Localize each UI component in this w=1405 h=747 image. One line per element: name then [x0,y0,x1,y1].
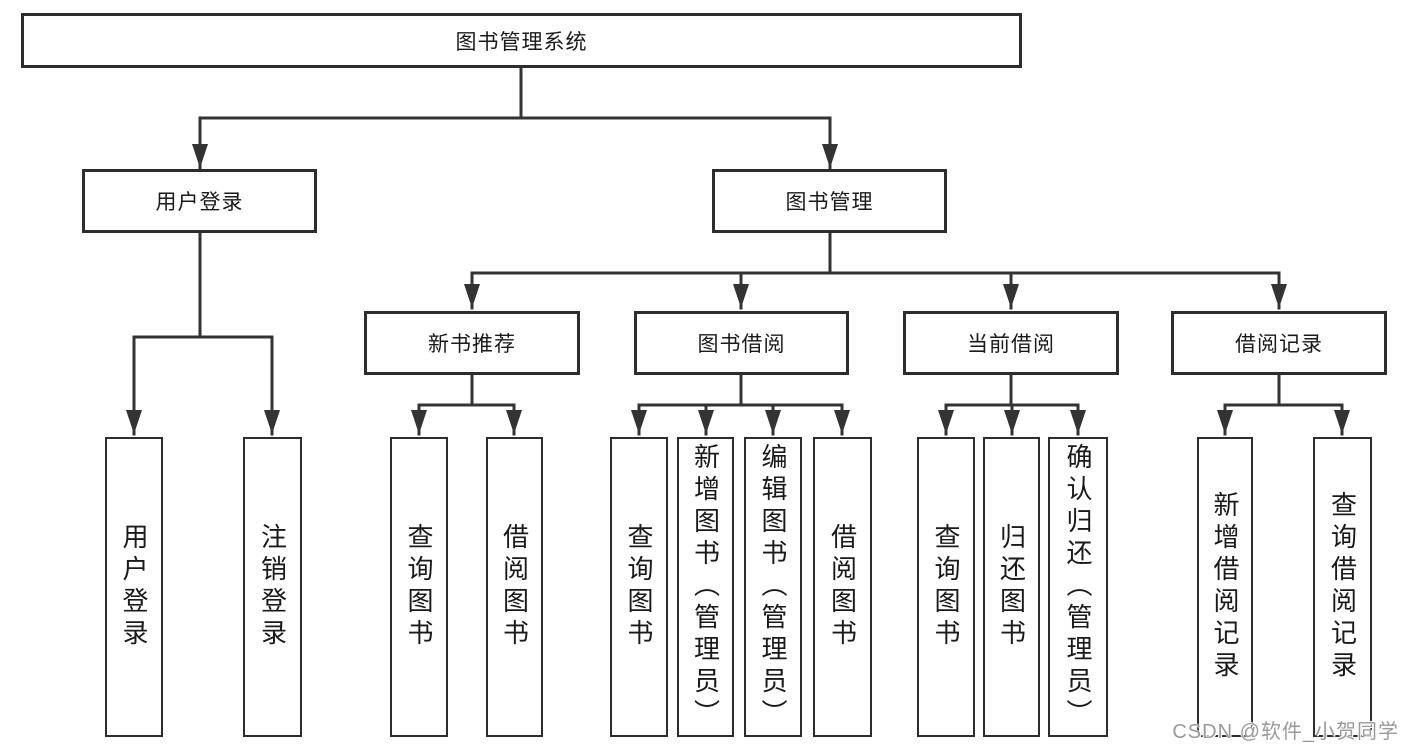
node-new-book-recommendation: 新书推荐 [364,311,580,375]
leaf-borrow-books-borrowing: 借阅图书 [813,437,872,737]
leaf-label: 新增图书（管理员） [690,443,721,731]
leaf-label: 编辑图书（管理员） [758,443,788,731]
node-current-borrowing: 当前借阅 [903,311,1119,375]
leaf-borrow-books-recommend: 借阅图书 [486,437,543,737]
leaf-query-books-borrowing: 查询图书 [610,437,668,737]
leaf-label: 确认归还（管理员） [1063,443,1093,731]
leaf-return-books: 归还图书 [983,437,1040,737]
node-book-management: 图书管理 [712,169,947,233]
node-borrowing-records: 借阅记录 [1171,311,1387,375]
leaf-add-borrow-record: 新增借阅记录 [1197,437,1253,737]
leaf-label: 查询图书 [931,523,961,651]
leaf-query-books-recommend: 查询图书 [390,437,448,737]
leaf-user-login: 用户登录 [105,437,163,737]
leaf-label: 用户登录 [119,523,149,651]
node-book-borrowing: 图书借阅 [634,311,849,375]
leaf-logout: 注销登录 [243,437,302,737]
leaf-label: 新增借阅记录 [1210,491,1240,683]
leaf-label: 查询借阅记录 [1327,491,1358,683]
leaf-confirm-return-admin: 确认归还（管理员） [1048,437,1108,737]
node-library-management-system: 图书管理系统 [21,13,1022,68]
leaf-query-books-current: 查询图书 [917,437,975,737]
leaf-add-books-admin: 新增图书（管理员） [677,437,734,737]
node-user-login: 用户登录 [82,169,317,233]
leaf-label: 查询图书 [404,523,434,651]
leaf-query-borrow-record: 查询借阅记录 [1313,437,1372,737]
leaf-label: 归还图书 [996,523,1027,651]
leaf-edit-books-admin: 编辑图书（管理员） [744,437,802,737]
leaf-label: 查询图书 [624,523,654,651]
leaf-label: 借阅图书 [499,523,530,651]
leaf-label: 注销登录 [257,523,288,651]
leaf-label: 借阅图书 [827,523,858,651]
